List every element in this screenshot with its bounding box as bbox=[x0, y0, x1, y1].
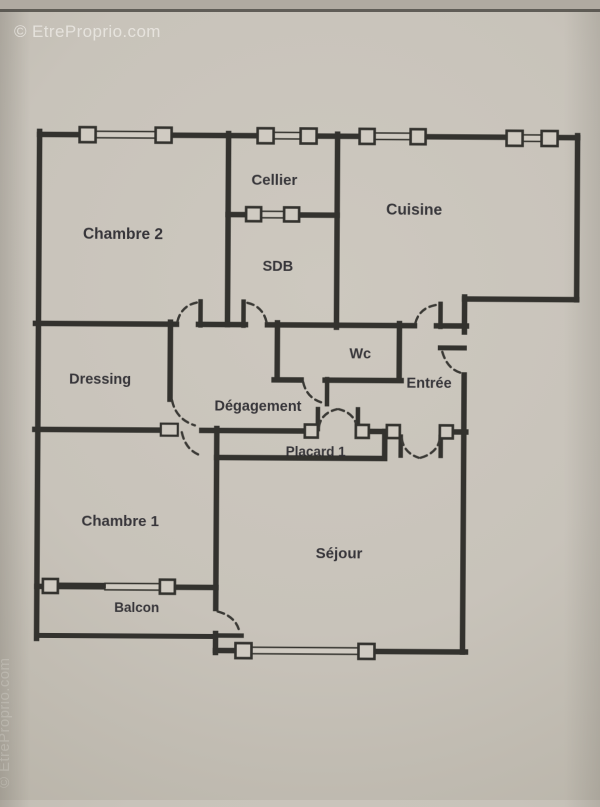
door-swing-icon bbox=[319, 409, 337, 427]
door-swing-icon bbox=[303, 382, 324, 403]
window-post-icon bbox=[411, 129, 426, 144]
window-post-icon bbox=[235, 643, 251, 658]
wall-corridor-south bbox=[35, 429, 466, 432]
wall-right-sejour bbox=[462, 375, 464, 652]
door-swing-icon bbox=[442, 352, 461, 373]
door-swing-icon bbox=[218, 612, 240, 633]
door-pier-icon bbox=[305, 425, 318, 438]
room-label-sdb: SDB bbox=[262, 259, 293, 275]
door-swing-icon bbox=[182, 432, 201, 455]
window-post-icon bbox=[156, 128, 172, 143]
room-label-chambre1: Chambre 1 bbox=[81, 513, 159, 530]
window-post-icon bbox=[80, 127, 96, 142]
door-swing-icon bbox=[421, 439, 440, 458]
wall-left bbox=[37, 131, 40, 638]
room-labels: Chambre 2 Cellier Cuisine SDB Wc Entrée … bbox=[68, 171, 453, 617]
room-label-dressing: Dressing bbox=[69, 372, 131, 388]
window-icon bbox=[251, 647, 360, 654]
window-post-icon bbox=[542, 131, 558, 146]
window-post-icon bbox=[507, 131, 523, 146]
room-label-entree: Entrée bbox=[406, 376, 451, 392]
wall-chambre2-cellier bbox=[227, 134, 228, 325]
window-post-icon bbox=[360, 129, 375, 144]
window-icon bbox=[375, 133, 412, 140]
walls bbox=[33, 131, 577, 654]
door-pier-icon bbox=[387, 425, 400, 438]
door-swing-icon bbox=[246, 303, 266, 322]
door-jamb-icon bbox=[161, 424, 178, 436]
window-post-icon bbox=[246, 207, 261, 221]
room-label-degagement: Dégagement bbox=[214, 398, 301, 415]
door-pier-icon bbox=[356, 425, 369, 438]
window-post-icon bbox=[258, 128, 274, 143]
wall-cellier-cuisine bbox=[336, 134, 337, 327]
room-label-balcon: Balcon bbox=[114, 600, 159, 615]
wall-wc bbox=[274, 323, 401, 381]
window-post-icon bbox=[160, 580, 175, 594]
wall-right-upper bbox=[577, 136, 578, 300]
room-label-cellier: Cellier bbox=[251, 172, 297, 189]
wall-balcon-rail bbox=[37, 635, 216, 636]
door-pier-icon bbox=[440, 425, 453, 438]
room-label-placard1: Placard 1 bbox=[286, 444, 347, 459]
room-label-cuisine: Cuisine bbox=[386, 202, 442, 219]
door-swing-icon bbox=[339, 409, 357, 427]
windows bbox=[42, 127, 557, 660]
window-post-icon bbox=[43, 579, 58, 593]
sliding-door-leaf bbox=[58, 583, 106, 589]
window-icon bbox=[96, 131, 158, 138]
window-post-icon bbox=[301, 128, 317, 143]
room-label-wc: Wc bbox=[349, 346, 371, 362]
window-icon bbox=[274, 132, 302, 139]
room-label-chambre2: Chambre 2 bbox=[83, 226, 163, 243]
door-swing-icon bbox=[415, 305, 436, 323]
window-post-icon bbox=[284, 207, 299, 221]
window-icon bbox=[105, 583, 162, 590]
wall-step-right bbox=[465, 299, 577, 300]
door-leaves bbox=[199, 301, 442, 636]
door-swing-icon bbox=[177, 302, 197, 321]
room-label-sejour: Séjour bbox=[316, 545, 363, 562]
door-swing-icon bbox=[402, 439, 419, 458]
window-post-icon bbox=[358, 644, 374, 659]
window-icon bbox=[261, 211, 285, 218]
door-swing-icon bbox=[172, 400, 195, 425]
